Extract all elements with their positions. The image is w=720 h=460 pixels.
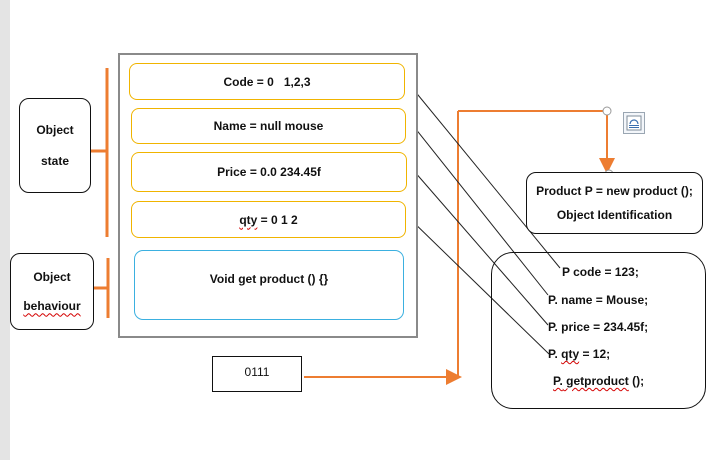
anchor-icon[interactable] — [623, 112, 645, 134]
field-code: Code = 0 1,2,3 — [129, 63, 405, 100]
assignments-box — [491, 252, 706, 409]
arrow-name — [406, 117, 549, 296]
address-box: 0111 — [212, 356, 302, 392]
arrow-price — [406, 162, 549, 326]
identification-line2: Object Identification — [556, 208, 673, 222]
anchor-icon-glyph — [626, 115, 642, 131]
field-code-text: Code = 0 1,2,3 — [223, 74, 311, 89]
field-name-text: Name = null mouse — [213, 119, 324, 133]
connector-handle-top[interactable] — [602, 106, 612, 116]
assign-method-prefix: P. — [553, 374, 563, 388]
object-behaviour-line1: Object — [33, 269, 71, 284]
method-text: Void get product () {} — [209, 272, 329, 286]
method-getproduct: Void get product () {} — [134, 250, 404, 320]
field-name: Name = null mouse — [131, 108, 406, 144]
assign-method-suffix: (); — [628, 374, 645, 388]
field-qty-values: = 0 1 2 — [257, 212, 298, 227]
address-text: 0111 — [244, 365, 270, 379]
identification-box: Product P = new product (); Object Ident… — [526, 172, 703, 234]
assign-method: P. getproduct (); — [553, 374, 644, 388]
object-state-line1: Object — [36, 123, 74, 138]
arrow-code — [408, 83, 561, 269]
state-bracket — [91, 68, 109, 237]
assign-method-word: getproduct — [562, 374, 629, 388]
object-behaviour-line2: behaviour — [23, 299, 81, 314]
assign-qty-prefix: P. — [548, 347, 562, 361]
assign-qty-suffix: = 12; — [579, 347, 611, 361]
page-margin — [0, 0, 10, 460]
assign-code: P code = 123; — [562, 265, 639, 279]
field-qty: qty = 0 1 2 — [131, 201, 406, 238]
field-price: Price = 0.0 234.45f — [131, 152, 407, 192]
arrow-qty — [405, 214, 550, 355]
assign-qty-word: qty — [561, 347, 580, 361]
address-connector — [304, 110, 615, 385]
assign-qty: P. qty = 12; — [548, 347, 610, 361]
field-price-text: Price = 0.0 234.45f — [217, 165, 321, 179]
object-state-label: Object state — [19, 98, 91, 193]
object-state-line2: state — [40, 153, 69, 168]
behaviour-bracket — [94, 258, 110, 318]
assign-name: P. name = Mouse; — [548, 293, 649, 307]
assign-price: P. price = 234.45f; — [548, 320, 649, 334]
field-qty-word: qty — [239, 212, 258, 227]
field-qty-text: qty = 0 1 2 — [239, 213, 297, 227]
identification-line1: Product P = new product (); — [536, 184, 693, 198]
object-behaviour-label: Object behaviour — [10, 253, 94, 330]
